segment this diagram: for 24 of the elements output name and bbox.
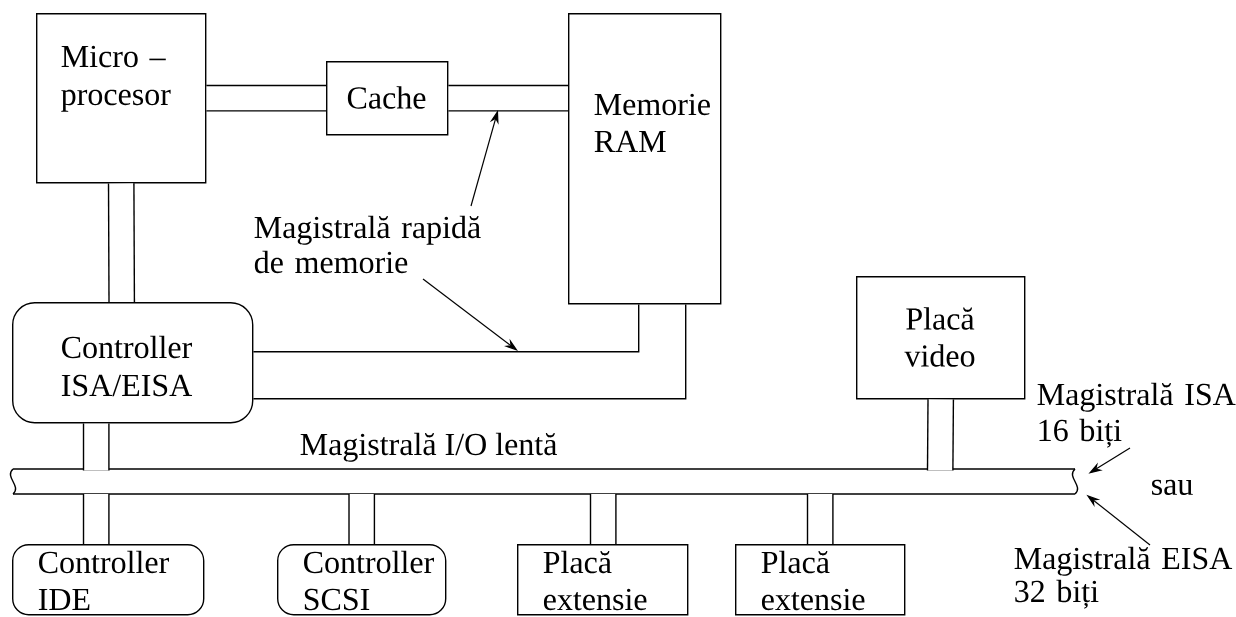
bus-connector xyxy=(107,183,136,303)
controller-box: Controller SCSI xyxy=(277,544,447,616)
processor-box: Micro – procesor xyxy=(36,13,207,184)
bus-connector xyxy=(348,493,376,544)
controller-box: Controller IDE xyxy=(12,544,205,616)
bus-connector xyxy=(82,493,110,544)
callout-text: Magistrală EISA 32 biți xyxy=(1014,546,1233,609)
expansion-card-box: Placă extensie xyxy=(517,544,689,616)
memory-box: Memorie RAM xyxy=(568,13,722,305)
cache-box: Cache xyxy=(326,61,449,136)
note-text: sau xyxy=(1152,479,1193,496)
leader-line xyxy=(422,278,518,351)
bus-connector xyxy=(206,84,326,112)
callout-text: Magistrală rapidă de memorie xyxy=(254,215,481,274)
bus-connector xyxy=(252,303,687,400)
bus-connector xyxy=(448,84,568,112)
callout-text: Magistrală ISA 16 biți xyxy=(1037,382,1236,448)
controller-box: Controller ISA/EISA xyxy=(12,302,254,424)
bus-connector xyxy=(589,493,617,544)
bus-connector xyxy=(82,423,110,471)
bus-connector xyxy=(926,399,955,471)
bus-connector xyxy=(806,493,834,544)
video-card-box: Placă video xyxy=(856,276,1026,400)
expansion-card-box: Placă extensie xyxy=(735,544,906,616)
